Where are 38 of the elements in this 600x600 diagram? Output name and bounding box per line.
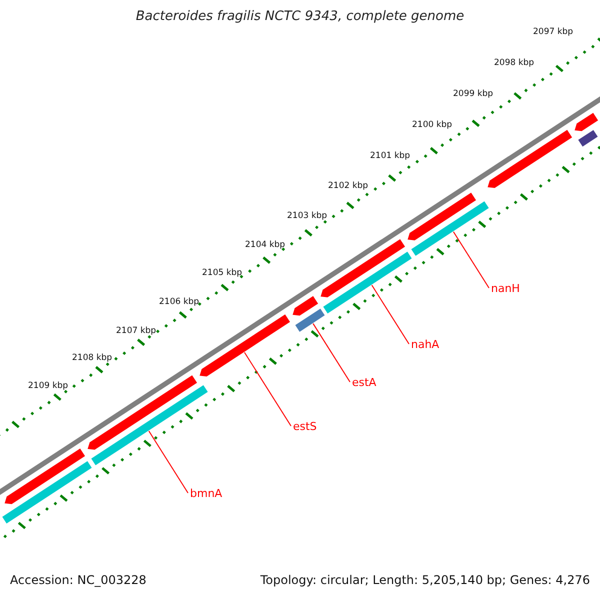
gene-label: nahA [411,339,440,352]
scale-label: 2103 kbp [287,212,328,222]
scale-label: 2102 kbp [328,182,368,192]
scale-label: 2097 kbp [533,28,574,38]
scale-label: 2105 kbp [202,269,242,278]
scale-label: 2108 kbp [72,354,112,364]
gene-segment [198,313,292,378]
gene-segment [406,191,478,242]
scale-label: 2101 kbp [370,152,410,162]
leader-line [244,352,292,426]
gene-segment [90,384,210,467]
gene-segment [291,294,320,317]
scale-label: 2107 kbp [116,327,156,336]
chart-title: Bacteroides fragilis NCTC 9343, complete genome [134,10,466,24]
gene-segment [3,447,86,506]
scale-label: 2098 kbp [494,59,534,68]
gene-segment [486,128,574,190]
gene-label: estA [352,377,376,390]
gene-label: nanH [491,283,520,296]
scale-label: 2109 kbp [28,382,68,392]
scale-label: 2104 kbp [245,241,286,250]
genome-info-text: Topology: circular; Length: 5,205,140 bp; Genes: 4,276 [260,574,590,588]
scale-label: 2100 kbp [412,121,452,130]
gene-segment [576,128,600,148]
gene-segment [410,200,490,258]
gene-segment [0,460,94,525]
gene-segment [322,250,414,315]
leader-line [148,430,188,494]
scale-label: 2099 kbp [453,90,494,100]
gene-segment [573,111,600,132]
gene-segment [294,307,326,334]
gene-label: estS [293,421,317,434]
accession-text: Accession: NC_003228 [10,574,146,588]
gene-segment [86,374,198,451]
gene-segment [319,238,406,298]
gene-label: bmnA [190,488,222,500]
leader-line [312,323,350,382]
scale-label: 2106 kbp [159,298,200,308]
